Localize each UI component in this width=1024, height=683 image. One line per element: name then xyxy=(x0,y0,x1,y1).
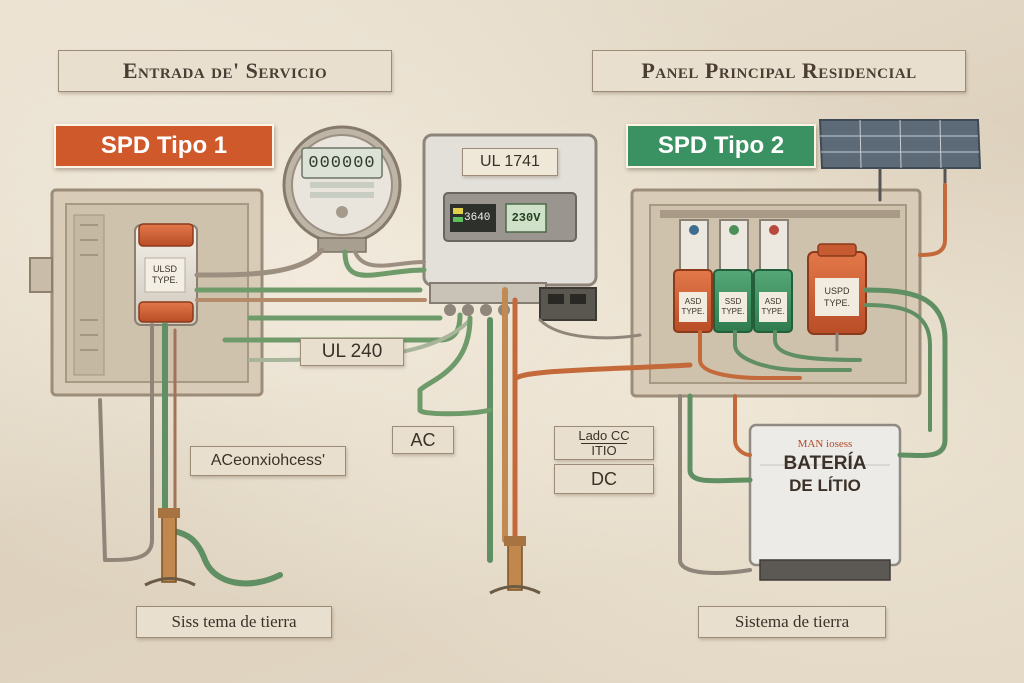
inverter-display-right: 230V xyxy=(511,211,541,225)
label-dc-side-line2: ITIO xyxy=(581,442,627,458)
left-spd-label: ULSD TYPE. xyxy=(145,259,185,291)
panel-spd-2-label: SSD TYPE. xyxy=(719,293,747,321)
panel-spd-4-label: USPD TYPE. xyxy=(815,280,859,314)
label-ul1741: UL 1741 xyxy=(462,148,558,176)
battery-title: BATERÍA DE LÍTIO xyxy=(756,452,894,498)
panel-spd-1-line2: TYPE. xyxy=(681,307,705,316)
inverter-display-left: 3640 xyxy=(464,212,491,224)
label-ul240: UL 240 xyxy=(300,338,404,366)
panel-spd-3-line1: ASD xyxy=(764,297,782,306)
label-ground-left: Siss tema de tierra xyxy=(136,606,332,638)
label-ac-connection: ACeonxiohcess' xyxy=(190,446,346,476)
label-dc: DC xyxy=(554,464,654,494)
label-dc-side: Lado CC ITIO xyxy=(554,426,654,460)
panel-spd-3-line2: TYPE. xyxy=(761,307,785,316)
lithium-battery xyxy=(748,423,902,581)
panel-spd-3-label: ASD TYPE. xyxy=(759,293,787,321)
left-spd-line1: ULSD xyxy=(152,264,177,274)
battery-brand: MAN iosess xyxy=(797,438,853,450)
panel-spd-4-line2: TYPE. xyxy=(823,298,850,308)
title-service-entrance: Entrada de' Servicio xyxy=(58,50,392,92)
title-main-panel: Panel Principal Residencial xyxy=(592,50,966,92)
ground-rod-center xyxy=(489,536,541,595)
left-spd-device xyxy=(134,223,198,326)
label-dc-side-line1: Lado CC xyxy=(578,427,630,443)
electric-meter xyxy=(282,125,402,253)
battery-line1: BATERÍA xyxy=(783,453,867,474)
badge-spd-type2: SPD Tipo 2 xyxy=(626,124,816,168)
battery-line2: DE LÍTIO xyxy=(789,476,861,495)
panel-spd-4-line1: USPD xyxy=(824,286,850,296)
badge-spd-type1: SPD Tipo 1 xyxy=(54,124,274,168)
panel-spd-devices xyxy=(673,219,867,335)
meter-display: 000000 xyxy=(308,153,376,173)
panel-spd-2-line1: SSD xyxy=(724,297,742,306)
label-ac: AC xyxy=(392,426,454,454)
label-ground-right: Sistema de tierra xyxy=(698,606,886,638)
panel-spd-1-line1: ASD xyxy=(684,297,702,306)
solar-panel xyxy=(818,119,982,185)
panel-spd-1-label: ASD TYPE. xyxy=(679,293,707,321)
panel-spd-2-line2: TYPE. xyxy=(721,307,745,316)
left-spd-line2: TYPE. xyxy=(151,275,178,285)
ground-rod-left xyxy=(144,508,196,587)
